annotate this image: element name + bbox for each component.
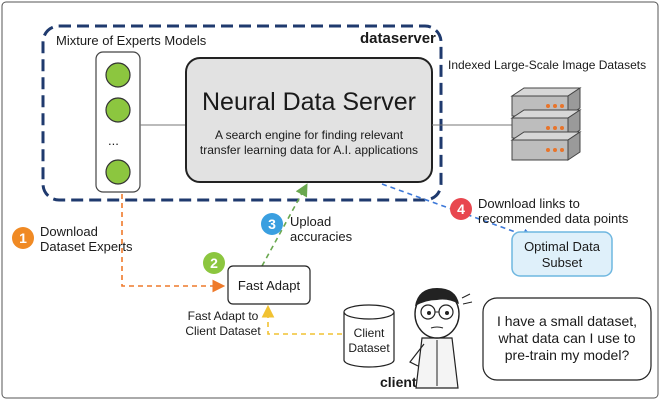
client-label: client: [380, 374, 417, 390]
speech-line-1: I have a small dataset,: [496, 313, 638, 329]
server-subtitle-line-2: transfer learning data for A.I. applicat…: [199, 143, 419, 157]
client-dataset-cylinder: [343, 304, 395, 368]
fast-adapt-box: [227, 265, 311, 305]
server-title: Neural Data Server: [202, 88, 416, 116]
moe-label: Mixture of Experts Models: [56, 33, 207, 48]
step-1-line-2: Dataset Experts: [40, 239, 133, 254]
server-rack-icon: [510, 87, 582, 161]
step-4-line-1: Download links to: [478, 196, 580, 211]
client-dataset-line-2: Dataset: [348, 341, 390, 355]
step-4-line-2: recommended data points: [478, 211, 629, 226]
server-subtitle-line-1: A search engine for finding relevant: [214, 128, 404, 142]
dataserver-container: [41, 24, 443, 202]
step-3-line-2: accuracies: [290, 229, 353, 244]
client-dataset-arrow: [261, 304, 342, 335]
expert-model-3: [105, 159, 131, 185]
step-3-line-1: Upload: [290, 214, 332, 229]
fast-adapt-caption-line-1: Fast Adapt to: [187, 309, 259, 323]
neural-data-server-box: [185, 57, 433, 183]
step-4-badge: 4: [450, 198, 472, 220]
optimal-subset-line-1: Optimal Data: [524, 239, 600, 254]
expert-model-1: [105, 62, 131, 88]
speech-line-3: pre-train my model?: [504, 347, 630, 363]
client-person-icon: [409, 288, 473, 389]
client-dataset-line-1: Client: [353, 326, 385, 340]
datasets-label: Indexed Large-Scale Image Datasets: [448, 58, 647, 72]
optimal-subset-line-2: Subset: [541, 255, 583, 270]
step-1-line-1: Download: [40, 224, 98, 239]
fast-adapt-caption-line-2: Client Dataset: [185, 324, 261, 338]
download-experts-arrow: [121, 194, 226, 293]
dataserver-label: dataserver: [360, 30, 436, 47]
speech-line-2: what data can I use to: [498, 330, 636, 346]
upload-accuracies-arrow: [261, 183, 308, 267]
step-3-badge: 3: [261, 213, 283, 235]
step-1-badge: 1: [12, 227, 34, 249]
fast-adapt-label: Fast Adapt: [237, 278, 301, 293]
step-2-badge: 2: [203, 252, 225, 274]
expert-model-2: [105, 97, 131, 123]
optimal-subset-box: [511, 231, 613, 277]
expert-ellipsis: ...: [108, 133, 119, 148]
speech-bubble: [482, 297, 652, 381]
